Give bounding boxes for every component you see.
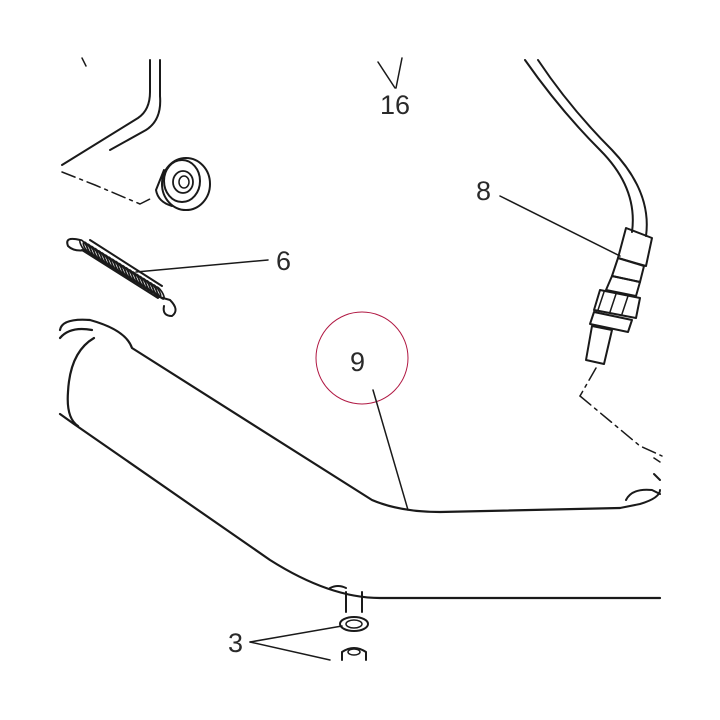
callout-8: 8 [476, 176, 491, 206]
leader-8 [499, 195, 621, 257]
exhaust-pipe-part [58, 318, 662, 600]
callout-3: 3 [228, 628, 243, 658]
callout-9: 9 [350, 347, 365, 377]
washer-stud-part [339, 591, 369, 661]
leader-16 [377, 57, 403, 89]
housing-bracket [61, 57, 162, 205]
leader-3 [249, 625, 343, 661]
leader-9 [372, 389, 409, 511]
spring-part [66, 237, 177, 317]
leader-6 [135, 259, 269, 273]
highlight-circle-9 [315, 311, 409, 405]
oxygen-sensor-part [524, 59, 663, 457]
spring-coil [155, 286, 165, 300]
callout-6: 6 [276, 246, 291, 276]
callout-16: 16 [380, 90, 410, 120]
bearing-part [155, 157, 211, 211]
